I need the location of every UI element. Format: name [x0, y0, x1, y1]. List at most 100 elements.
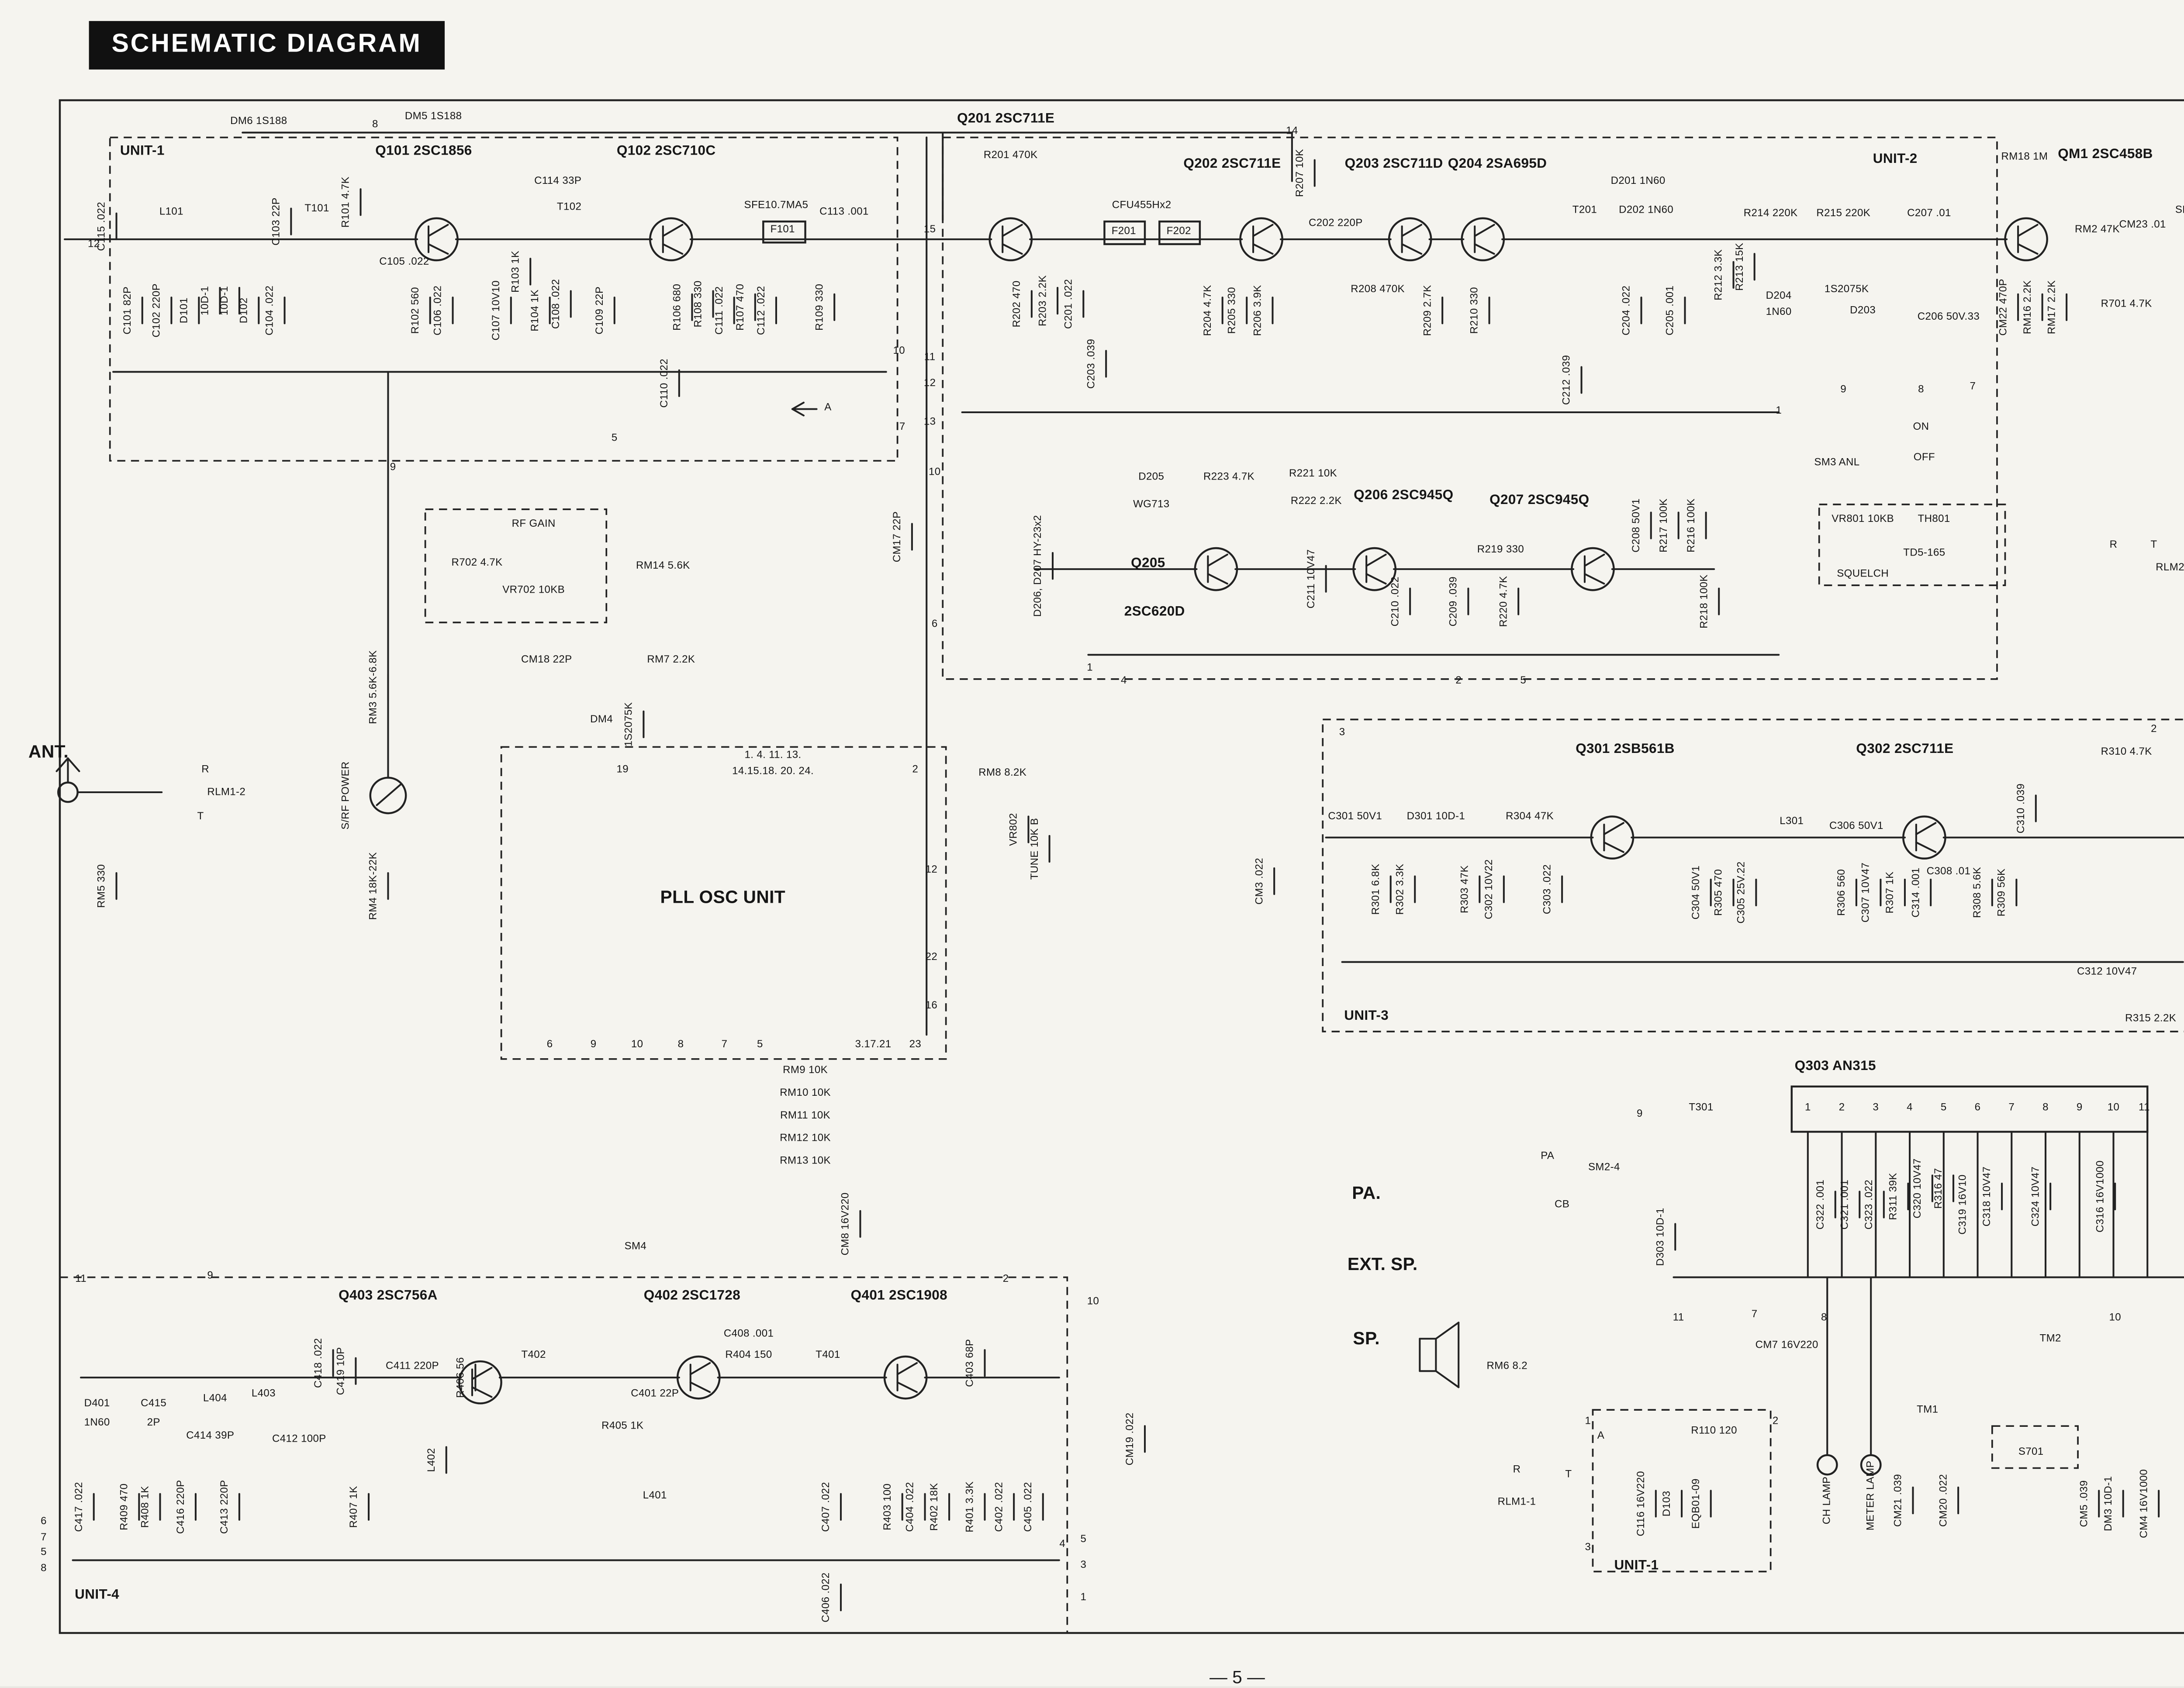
schematic-label: 1S2075K: [624, 702, 635, 747]
transistor-symbol: [649, 217, 693, 262]
schematic-label: UNIT-1: [1614, 1557, 1659, 1573]
schematic-label: C112 .022: [756, 286, 768, 335]
schematic-label: C324 10V47: [2030, 1166, 2042, 1227]
wire: [1252, 224, 1274, 237]
schematic-label: Q402 2SC1728: [643, 1286, 741, 1303]
schematic-label: R315 2.2K: [2125, 1013, 2177, 1025]
schematic-label: C103 22P: [271, 197, 283, 246]
schematic-label: C413 220P: [219, 1480, 231, 1534]
schematic-label: 3: [1080, 1560, 1087, 1571]
schematic-label: Q204 2SA695D: [1448, 155, 1547, 171]
schematic-label: EXT. SP.: [1347, 1255, 1418, 1275]
schematic-label: 7: [721, 1039, 728, 1051]
schematic-label: 4: [1907, 1102, 1913, 1114]
schematic-label: C110 .022: [659, 359, 671, 408]
schematic-label: C206 50V.33: [1917, 311, 1980, 323]
schematic-label: T301: [1689, 1102, 1714, 1114]
schematic-label: 23: [909, 1039, 922, 1051]
schematic-label: Q301 2SB561B: [1576, 740, 1675, 756]
schematic-label: R102 560: [410, 287, 422, 334]
schematic-label: R408 1K: [140, 1486, 152, 1528]
schematic-label: 5: [41, 1546, 47, 1558]
schematic-label: R309 56K: [1997, 868, 2008, 917]
schematic-label: C416 220P: [176, 1480, 187, 1534]
schematic-label: C211 10V47: [1306, 549, 1318, 609]
schematic-label: 1: [1080, 1592, 1087, 1604]
schematic-label: D206, D207 HY-23x2: [1033, 515, 1044, 617]
schematic-label: C312 10V47: [2077, 966, 2137, 978]
schematic-label: C407 .022: [821, 1482, 833, 1532]
schematic-label: 6: [1974, 1102, 1981, 1114]
schematic-label: R207 10K: [1295, 149, 1306, 197]
schematic-label: C304 50V1: [1691, 865, 1703, 920]
schematic-label: 14.15.18. 20. 24.: [732, 766, 814, 777]
schematic-label: PA.: [1352, 1184, 1381, 1204]
schematic-label: C202 220P: [1308, 217, 1363, 229]
schematic-label: R202 470: [1012, 280, 1023, 328]
schematic-label: R212 3.3K: [1714, 249, 1725, 300]
schematic-label: 14: [1286, 125, 1298, 137]
schematic-label: 9: [1636, 1108, 1643, 1120]
schematic-label: C314 .001: [1911, 867, 1922, 918]
schematic-label: C203 .039: [1086, 338, 1098, 389]
schematic-label: 5: [611, 433, 618, 445]
wire: [1915, 841, 1937, 853]
wire: [1002, 243, 1023, 255]
schematic-label: R214 220K: [1743, 208, 1798, 220]
wire: [67, 757, 80, 772]
schematic-label: RM3 5.6K-6.8K: [368, 650, 380, 725]
schematic-label: TM1: [1917, 1405, 1939, 1416]
schematic-label: ON: [1913, 421, 1929, 433]
schematic-label: Q401 2SC1908: [850, 1286, 948, 1303]
meter-symbol: [369, 777, 407, 815]
schematic-label: D205: [1138, 472, 1165, 483]
schematic-label: C116 16V220: [1636, 1471, 1648, 1536]
schematic-label: 7: [1970, 381, 1976, 393]
schematic-label: 2P: [147, 1417, 160, 1429]
schematic-label: RM11 10K: [780, 1110, 831, 1122]
schematic-label: R305 470: [1714, 869, 1725, 916]
wire: [791, 401, 805, 410]
schematic-label: RM5 330: [97, 864, 108, 908]
schematic-label: C301 50V1: [1328, 811, 1382, 823]
wire: [689, 1362, 711, 1375]
schematic-label: R311 39K: [1888, 1173, 1900, 1220]
schematic-label: R219 330: [1477, 544, 1524, 556]
schematic-label: C113 .001: [819, 206, 869, 218]
schematic-label: 1: [1087, 662, 1093, 674]
transistor-symbol: [988, 217, 1033, 262]
schematic-label: VR801 10KB: [1832, 514, 1894, 525]
schematic-label: 7: [2008, 1102, 2015, 1114]
wire: [376, 783, 402, 806]
schematic-label: RM9 10K: [783, 1065, 828, 1077]
unit-box: [500, 746, 947, 1060]
schematic-label: R109 330: [814, 283, 826, 331]
schematic-label: L401: [643, 1490, 667, 1502]
transistor-symbol: [1194, 547, 1238, 591]
schematic-label: R101 4.7K: [341, 176, 352, 228]
transistor-symbol: [1239, 217, 1283, 262]
schematic-label: Q403 2SC756A: [339, 1286, 438, 1303]
schematic-label: C212 .039: [1562, 355, 1573, 405]
schematic-label: C406 .022: [821, 1572, 833, 1622]
schematic-label: 2: [1002, 1274, 1009, 1285]
schematic-label: R203 2.2K: [1037, 275, 1049, 327]
transistor-symbol: [415, 217, 459, 262]
schematic-label: 10: [893, 345, 905, 357]
wire: [1583, 573, 1605, 585]
transistor-symbol: [1352, 547, 1397, 591]
schematic-label: CM4 16V1000: [2139, 1469, 2150, 1538]
schematic-label: C310 .039: [2016, 783, 2028, 834]
schematic-label: T201: [1572, 205, 1597, 217]
wire: [1474, 224, 1495, 237]
schematic-label: R103 1K: [510, 250, 522, 293]
schematic-label: R217 100K: [1659, 498, 1670, 553]
schematic-label: C308 .01: [1926, 866, 1971, 878]
schematic-label: C102 220P: [152, 283, 163, 338]
schematic-label: C323 .022: [1864, 1179, 1876, 1230]
unit-box: [1592, 1409, 1772, 1573]
wire: [1603, 841, 1624, 853]
schematic-label: A: [1597, 1430, 1605, 1442]
schematic-label: R210 330: [1469, 287, 1481, 334]
schematic-label: 3: [1873, 1102, 1879, 1114]
